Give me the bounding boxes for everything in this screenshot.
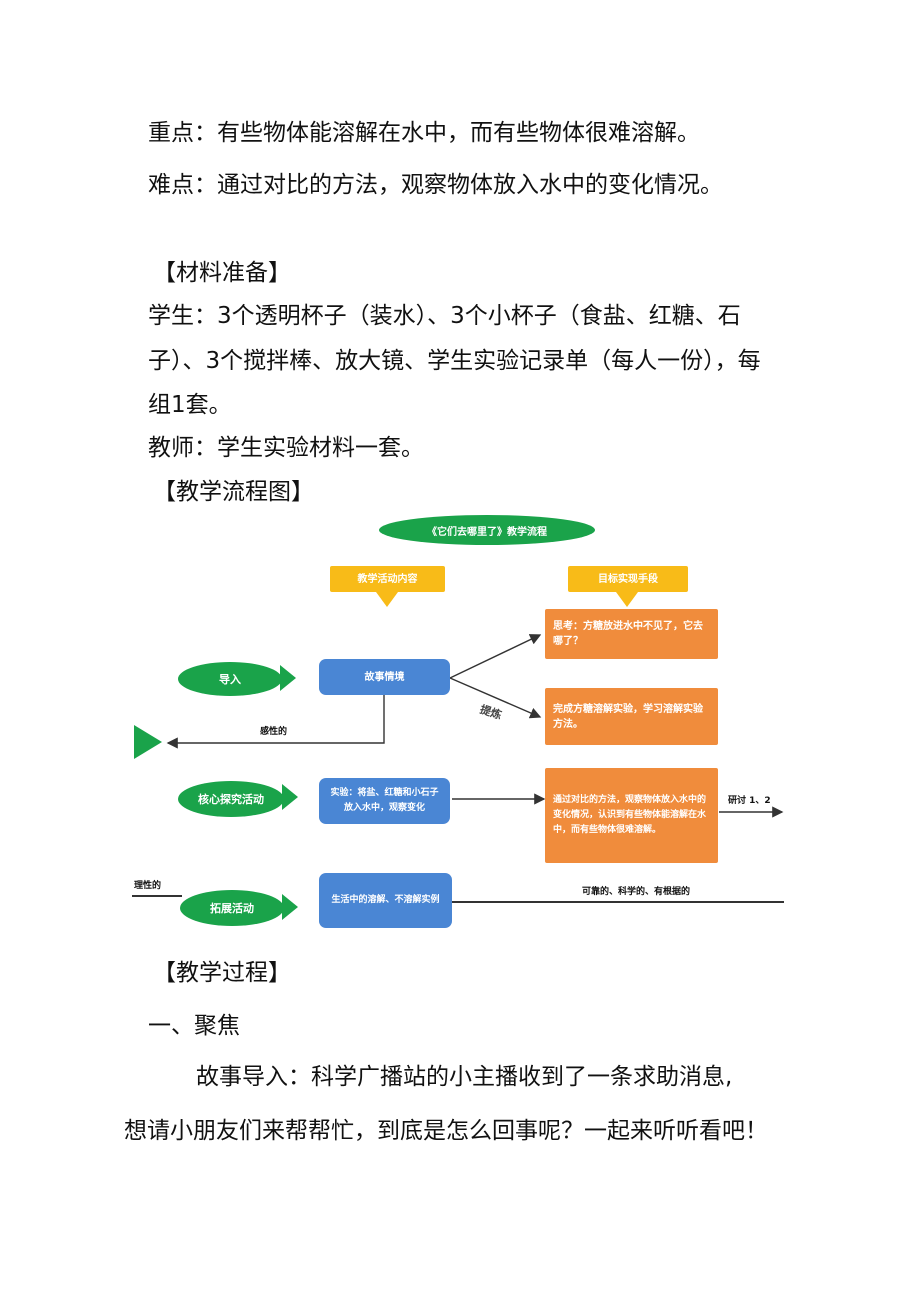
header-goal: 目标实现手段 [568, 566, 688, 592]
label-discuss: 研讨 1、2 [728, 796, 771, 806]
label-perceptual: 感性的 [260, 727, 288, 737]
process-heading: 【教学过程】 [153, 960, 291, 986]
perceptual-connector [166, 695, 385, 749]
goal-compare: 通过对比的方法，观察物体放入水中的变化情况，认识到有些物体能溶解在水中，而有些物… [545, 768, 718, 863]
extend-pill-arrow [282, 894, 298, 920]
left-green-triangle [134, 725, 162, 759]
story-intro-line-2: 想请小朋友们来帮帮忙，到底是怎么回事呢？一起来听听看吧！ [124, 1118, 768, 1144]
key-point-text: 重点：有些物体能溶解在水中，而有些物体很难溶解。 [148, 120, 700, 146]
goal-think: 思考：方糖放进水中不见了，它去哪了？ [545, 609, 718, 659]
materials-heading: 【材料准备】 [153, 260, 291, 286]
stage-intro: 导入 [178, 662, 282, 696]
section-one-heading: 一、聚焦 [148, 1013, 240, 1039]
header-activity-arrow [376, 592, 398, 607]
box-life: 生活中的溶解、不溶解实例 [319, 873, 452, 928]
stage-extend: 拓展活动 [180, 890, 284, 926]
flowchart-connectors [132, 515, 784, 920]
box-story: 故事情境 [319, 659, 450, 695]
core-pill-arrow [282, 784, 298, 810]
difficulty-text: 难点：通过对比的方法，观察物体放入水中的变化情况。 [148, 172, 723, 198]
students-materials-line-2: 子）、3个搅拌棒、放大镜、学生实验记录单（每人一份），每 [148, 348, 761, 374]
arrow-to-complete [449, 677, 542, 719]
students-materials-line-1: 学生：3个透明杯子（装水）、3个小杯子（食盐、红糖、石 [148, 303, 741, 329]
flowchart-heading: 【教学流程图】 [153, 479, 314, 505]
header-activity: 教学活动内容 [330, 566, 445, 592]
flowchart-title-shape [379, 515, 595, 545]
flowchart-title: 《它们去哪里了》教学流程 [427, 526, 547, 538]
intro-pill-arrow [280, 665, 296, 691]
students-materials-line-3: 组1套。 [148, 392, 232, 418]
teacher-materials: 教师：学生实验材料一套。 [148, 435, 424, 461]
goal-complete: 完成方糖溶解实验，学习溶解实验方法。 [545, 688, 718, 745]
label-rational: 理性的 [134, 881, 162, 891]
arrow-to-think [449, 634, 542, 679]
story-intro-line-1: 故事导入：科学广播站的小主播收到了一条求助消息, [196, 1064, 733, 1090]
stage-core: 核心探究活动 [178, 781, 284, 817]
header-goal-arrow [616, 592, 638, 607]
box-experiment: 实验：将盐、红糖和小石子放入水中，观察变化 [319, 778, 450, 824]
teaching-flowchart: 《它们去哪里了》教学流程 教学活动内容 目标实现手段 导入 核心探究活动 拓展活… [132, 512, 787, 937]
label-reliable: 可靠的、科学的、有根据的 [582, 887, 691, 897]
